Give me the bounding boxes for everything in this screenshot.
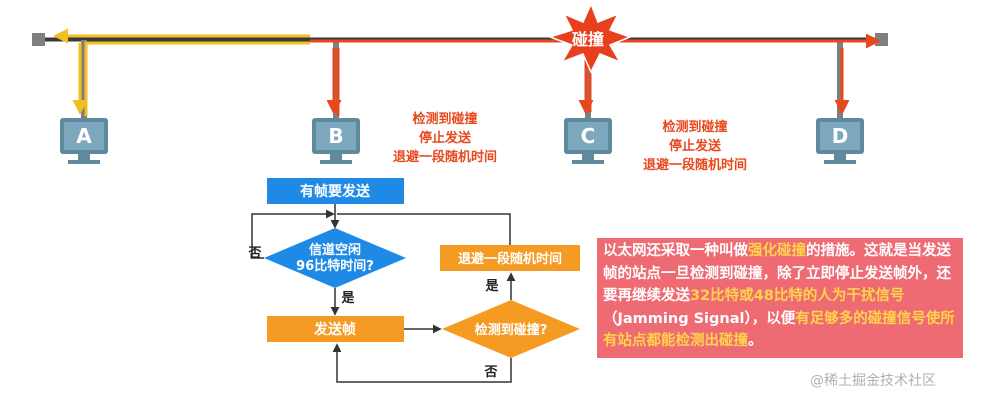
flow-no-left-label: 否 xyxy=(247,246,261,261)
flowchart: 有帧要发送 信道空闲 96比特时间? 否 是 发送帧 检测到碰撞? 否 是 退避… xyxy=(247,178,580,383)
info-text: （Jamming Signal），以便 xyxy=(603,310,796,327)
flow-yes-collision-label: 是 xyxy=(484,279,499,294)
station-label: C xyxy=(581,124,596,148)
station-label: D xyxy=(832,124,849,148)
flow-backoff-label: 退避一段随机时间 xyxy=(458,251,562,267)
info-text: 以太网还采取一种叫做 xyxy=(603,243,748,259)
flow-backoff-box xyxy=(440,245,580,271)
signal-a xyxy=(53,28,310,116)
flow-decision-channel-line1: 信道空闲 xyxy=(309,242,361,258)
station-b[interactable]: B xyxy=(312,118,360,164)
flow-decision-collision xyxy=(442,300,580,358)
annotation-line: 检测到碰撞 xyxy=(662,120,728,135)
station-label: B xyxy=(328,124,343,148)
annotation-line: 退避一段随机时间 xyxy=(642,158,747,173)
annotation-line: 退避一段随机时间 xyxy=(392,150,497,165)
station-a[interactable]: A xyxy=(60,118,108,164)
info-highlight: 强化碰撞 xyxy=(748,243,806,259)
info-text: 。 xyxy=(748,333,763,349)
flow-no-bottom-label: 否 xyxy=(483,365,497,380)
station-label: A xyxy=(76,124,92,148)
flow-decision-collision-label: 检测到碰撞? xyxy=(475,322,548,338)
flow-decision-channel-line2: 96比特时间? xyxy=(296,258,374,274)
annotation-line: 检测到碰撞 xyxy=(412,112,478,127)
flow-send-box xyxy=(267,316,404,342)
info-box: 以太网还采取一种叫做强化碰撞的措施。这就是当发送帧的站点一旦检测到碰撞，除了立即… xyxy=(597,238,963,358)
flow-decision-channel xyxy=(264,228,406,288)
bus-terminator-left xyxy=(32,33,45,46)
flow-send-label: 发送帧 xyxy=(313,321,356,338)
collision-burst: 碰撞 xyxy=(547,2,633,74)
annotation-line: 停止发送 xyxy=(418,131,471,146)
flow-yes-channel-label: 是 xyxy=(340,291,355,306)
watermark: @稀土掘金技术社区 xyxy=(810,373,936,389)
collision-label: 碰撞 xyxy=(572,30,604,49)
annotation-station-c: 检测到碰撞 停止发送 退避一段随机时间 xyxy=(625,118,765,175)
annotation-station-b: 检测到碰撞 停止发送 退避一段随机时间 xyxy=(380,110,510,167)
station-d[interactable]: D xyxy=(816,118,864,164)
annotation-line: 停止发送 xyxy=(668,139,721,154)
info-text: 的措施。这就是当发送帧的站点一旦检测到碰撞，除了立即停止发送帧外，还要再继续发送 xyxy=(603,243,951,304)
info-highlight: 32比特或48比特的人为干扰信号 xyxy=(690,288,905,304)
flow-start-box xyxy=(267,178,404,204)
station-c[interactable]: C xyxy=(564,118,612,164)
flow-start-label: 有帧要发送 xyxy=(300,183,371,200)
info-highlight: 有足够多的碰撞信号使所有站点都能检测出碰撞 xyxy=(603,310,955,350)
bus-line xyxy=(32,33,888,118)
